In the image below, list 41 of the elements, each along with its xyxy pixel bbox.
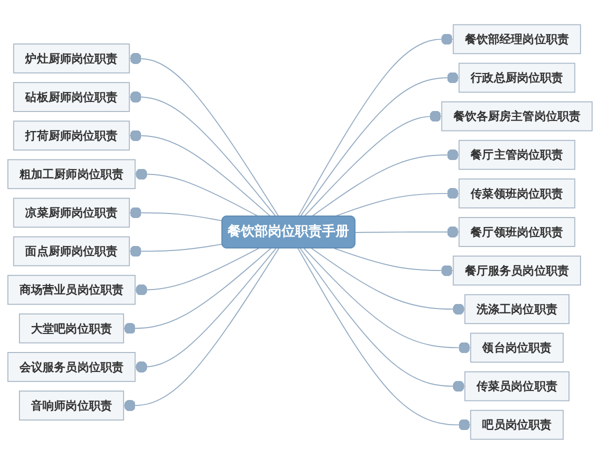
connector xyxy=(123,247,280,411)
connector xyxy=(128,52,280,217)
node-box: 打荷厨师岗位职责 xyxy=(13,120,130,150)
connector xyxy=(354,226,460,238)
connector xyxy=(134,247,276,372)
node-box: 炉灶厨师岗位职责 xyxy=(13,43,130,73)
connector xyxy=(300,71,460,217)
connector xyxy=(123,247,272,334)
node-box: 传菜员岗位职责 xyxy=(464,370,570,401)
node-box: 领台岗位职责 xyxy=(470,332,564,362)
node-box: 吧员岗位职责 xyxy=(470,409,564,440)
node-box: 传菜领班岗位职责 xyxy=(458,178,576,208)
connector xyxy=(128,206,223,221)
node-box: 凉菜厨师岗位职责 xyxy=(13,197,130,228)
node-box: 大堂吧岗位职责 xyxy=(18,312,124,343)
connector xyxy=(304,110,442,217)
connector xyxy=(128,90,276,217)
connector xyxy=(334,247,454,276)
connector xyxy=(134,247,260,296)
node-box: 音响师岗位职责 xyxy=(18,390,124,420)
node-box: 面点厨师岗位职责 xyxy=(13,236,130,266)
connector xyxy=(298,32,454,217)
connector xyxy=(134,168,260,217)
connector xyxy=(311,247,466,314)
node-box: 行政总厨岗位职责 xyxy=(458,62,576,92)
node-box: 餐饮部经理岗位职责 xyxy=(452,24,582,54)
node-box: 餐饮各厨房主管岗位职责 xyxy=(441,100,593,131)
connector xyxy=(298,247,472,430)
node-box: 商场营业员岗位职责 xyxy=(7,274,136,304)
connector xyxy=(304,247,472,354)
node-box: 餐厅主管岗位职责 xyxy=(458,139,576,170)
node-box: 砧板厨师岗位职责 xyxy=(13,82,130,112)
connector xyxy=(128,243,223,257)
node-box: 粗加工厨师岗位职责 xyxy=(7,158,136,189)
node-box: 洗涤工岗位职责 xyxy=(464,294,570,324)
connector xyxy=(311,148,460,217)
connector xyxy=(128,129,272,217)
node-box: 餐厅领班岗位职责 xyxy=(458,216,576,246)
connector xyxy=(300,247,466,392)
node-box: 会议服务员岗位职责 xyxy=(7,352,136,382)
node-box: 餐厅服务员岗位职责 xyxy=(452,255,582,285)
